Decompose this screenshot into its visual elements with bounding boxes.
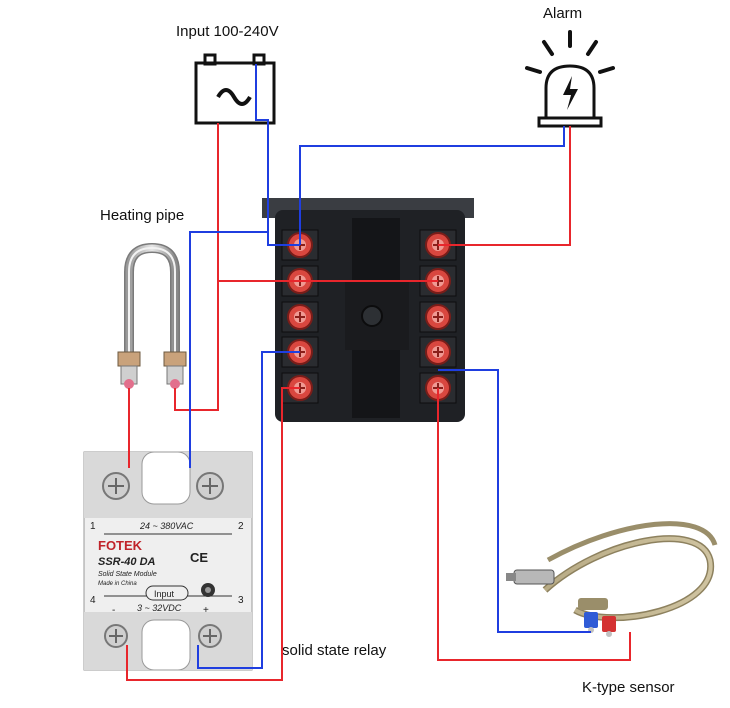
wire-heater-right-to-supply <box>174 281 219 411</box>
ssr-control-range: 3 ~ 32VDC <box>137 603 182 613</box>
ssr-input-tag: Input <box>154 589 175 599</box>
ssr-pin-4: 4 <box>90 595 96 606</box>
wire-pin5-to-ssr-minus <box>126 387 300 681</box>
ssr-origin: Made in China <box>98 581 137 587</box>
ssr-minus: - <box>112 605 115 616</box>
ssr-subtitle: Solid State Module <box>98 571 157 578</box>
wire-supply-to-pin1 <box>255 64 300 246</box>
alarm-beacon-icon <box>525 30 615 128</box>
ssr-pin-1: 1 <box>90 521 96 532</box>
ssr-brand: FOTEK <box>98 538 143 553</box>
temperature-controller <box>262 198 474 422</box>
solid-state-relay <box>83 451 253 671</box>
ssr-load-range: 24 ~ 380VAC <box>139 521 194 531</box>
heating-pipe-label: Heating pipe <box>100 207 185 224</box>
ssr-pin-3: 3 <box>238 595 244 606</box>
ssr-ce-mark: CE <box>190 550 208 565</box>
wire-pin1-to-alarm <box>299 126 565 245</box>
ssr-plus: + <box>203 605 209 616</box>
blue-wires <box>189 64 591 669</box>
alarm-label: Alarm <box>543 5 583 22</box>
ssr-caption: solid state relay <box>282 642 387 659</box>
ssr-pin-2: 2 <box>238 521 244 532</box>
wire-pin1-to-ssr-load <box>189 231 268 468</box>
screw-terminal <box>419 336 457 368</box>
ssr-model: SSR-40 DA <box>98 556 156 568</box>
screw-terminal <box>281 301 319 333</box>
input-label: Input 100-240V <box>176 23 279 40</box>
heating-pipe <box>117 242 187 389</box>
wire-pin10-to-sensor <box>437 388 631 661</box>
ac-source-icon <box>194 53 276 125</box>
wire-pin6-to-alarm <box>438 126 571 246</box>
red-wires <box>126 123 631 681</box>
k-type-sensor <box>506 521 718 637</box>
wire-pin4-to-ssr-plus <box>197 351 300 669</box>
wire-pin9-to-sensor <box>438 369 591 633</box>
sensor-label: K-type sensor <box>582 679 675 696</box>
screw-terminal <box>419 301 457 333</box>
